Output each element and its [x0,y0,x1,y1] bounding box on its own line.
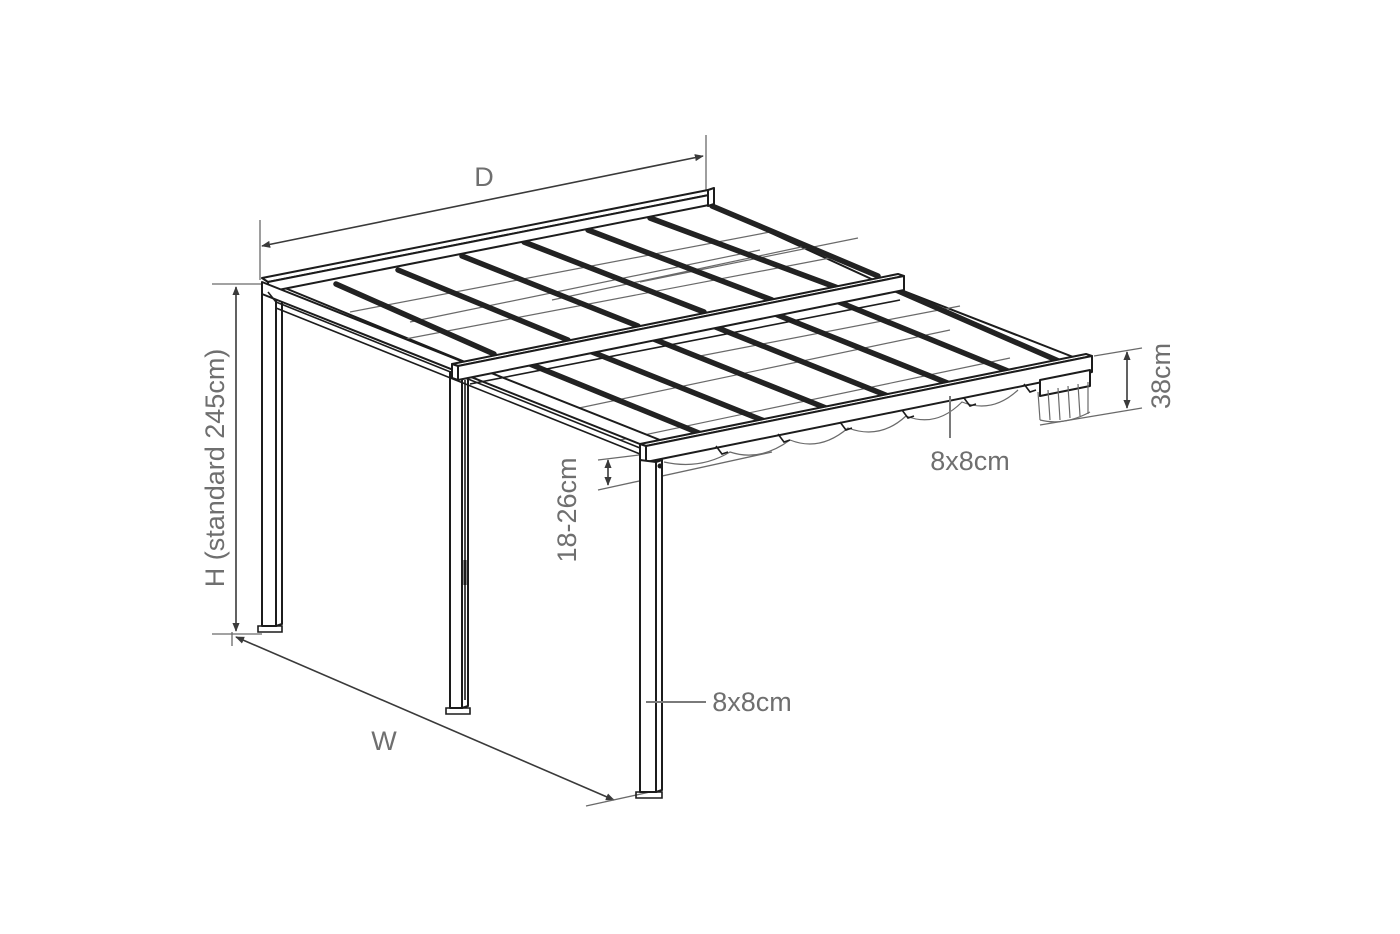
back-left-post [257,285,283,633]
height-label: H (standard 245cm) [200,349,230,588]
depth-label: D [474,162,494,192]
post-size-label: 8x8cm [712,687,792,717]
gutter-clearance-label: 18-26cm [552,457,582,562]
middle-post [445,370,471,715]
width-dimension [231,632,651,807]
gutter-clearance-dimension [597,449,773,491]
front-beam-size-label: 8x8cm [930,446,1010,476]
back-beam [261,187,715,293]
front-beam [639,353,1093,466]
cassette-height-label: 38cm [1146,343,1176,409]
roller-cassette [1037,369,1091,423]
rafters-back-bay [333,203,881,357]
front-post [635,459,663,799]
width-label: W [371,726,397,756]
middle-beam [451,273,905,385]
depth-dimension [259,135,707,280]
height-dimension [212,283,262,635]
rafters-front-bay [517,287,1073,443]
